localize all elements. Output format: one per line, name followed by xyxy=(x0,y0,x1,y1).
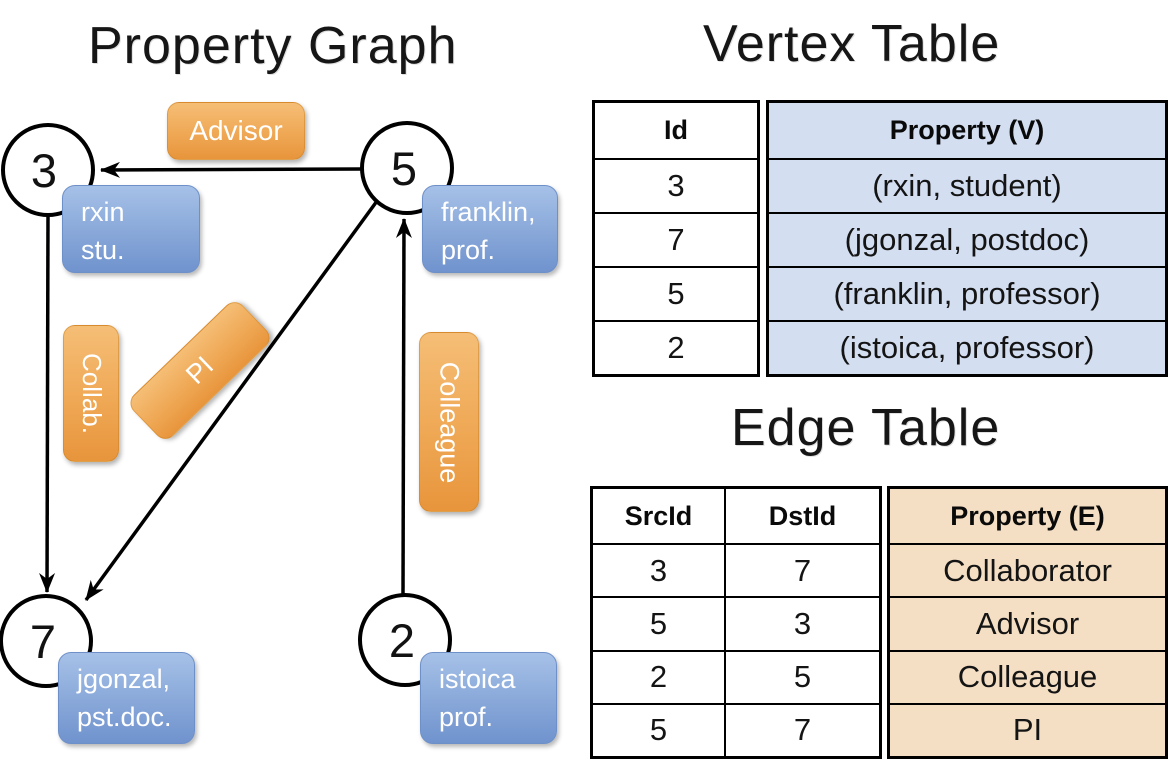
edge-label-collab-text: Collab. xyxy=(76,353,107,434)
edge-table-dstid-cell: 3 xyxy=(726,596,879,649)
edge-table-dstid-cell: 5 xyxy=(726,649,879,703)
vertex-table-id-cell: 5 xyxy=(595,266,757,320)
vertex-property-box-5: franklin, prof. xyxy=(422,185,558,273)
edge-advisor-5-to-3 xyxy=(100,161,363,178)
edge-label-collab: Collab. xyxy=(63,325,119,462)
edge-label-colleague-text: Colleague xyxy=(434,361,465,483)
vertex-table-id-cell: 2 xyxy=(595,320,757,374)
vertex-property-line: prof. xyxy=(441,235,496,265)
vertex-table-property-cell: (rxin, student) xyxy=(769,158,1165,212)
vertex-id-7: 7 xyxy=(30,615,56,668)
edge-table-property-cell: Advisor xyxy=(890,596,1165,649)
edge-colleague-2-to-5 xyxy=(395,218,412,596)
edge-table-dstid-cell: 7 xyxy=(726,543,879,596)
vertex-property-line: rxin xyxy=(81,197,125,227)
vertex-property-line: istoica xyxy=(439,664,516,694)
vertex-id-2: 2 xyxy=(389,614,415,667)
property-graph-title: Property Graph xyxy=(88,17,458,75)
edge-table-srcid-cell: 3 xyxy=(593,543,726,597)
edge-table-title: Edge Table xyxy=(731,399,1001,457)
vertex-property-line: jgonzal, xyxy=(77,664,171,694)
edge-label-pi-text: PI xyxy=(180,350,220,390)
vertex-property-box-2: istoica prof. xyxy=(420,652,557,744)
vertex-property-line: prof. xyxy=(439,702,494,732)
vertex-property-line: franklin, xyxy=(441,197,536,227)
vertex-table-id-cell: 3 xyxy=(595,158,757,212)
vertex-table-id-column: Id 3 7 5 2 xyxy=(592,100,760,377)
edge-label-colleague: Colleague xyxy=(419,332,479,512)
vertex-table-header-id: Id xyxy=(664,115,688,145)
edge-table-header-property: Property (E) xyxy=(950,500,1105,531)
edge-collab-3-to-7 xyxy=(39,214,56,593)
edge-table-srcid-cell: 5 xyxy=(593,702,726,756)
edge-pi-5-to-7 xyxy=(84,199,379,602)
edge-table-property-cell: Colleague xyxy=(890,649,1165,703)
edge-table-property-column: Property (E) Collaborator Advisor Collea… xyxy=(887,486,1168,759)
vertex-id-3: 3 xyxy=(31,144,57,197)
vertex-property-line: pst.doc. xyxy=(77,702,172,732)
vertex-property-box-7: jgonzal, pst.doc. xyxy=(58,652,195,744)
vertex-property-line: stu. xyxy=(81,235,125,265)
vertex-table-property-cell: (franklin, professor) xyxy=(769,266,1165,320)
edge-table-header-srcid: SrcId xyxy=(593,489,726,543)
edge-label-advisor-text: Advisor xyxy=(189,115,283,146)
edge-table-header-dstid: DstId xyxy=(768,500,837,531)
edge-table-property-cell: Collaborator xyxy=(890,543,1165,596)
vertex-table-header-property: Property (V) xyxy=(889,115,1045,145)
edge-table-srcid-cell: 2 xyxy=(593,649,726,703)
edge-label-advisor: Advisor xyxy=(167,102,305,160)
edge-table-srcid-cell: 5 xyxy=(593,596,726,650)
vertex-property-box-3: rxin stu. xyxy=(62,185,200,273)
vertex-table-property-column: Property (V) (rxin, student) (jgonzal, p… xyxy=(766,100,1168,377)
vertex-table-id-cell: 7 xyxy=(595,212,757,266)
edge-table-dstid-cell: 7 xyxy=(726,702,879,756)
vertex-table-property-cell: (istoica, professor) xyxy=(769,320,1165,374)
edge-table-property-cell: PI xyxy=(890,702,1165,756)
vertex-table-property-cell: (jgonzal, postdoc) xyxy=(769,212,1165,266)
vertex-table-title: Vertex Table xyxy=(703,15,1001,73)
vertex-id-5: 5 xyxy=(391,142,417,195)
edge-table-id-columns: SrcId DstId 3 7 5 3 2 5 5 7 xyxy=(590,486,882,759)
